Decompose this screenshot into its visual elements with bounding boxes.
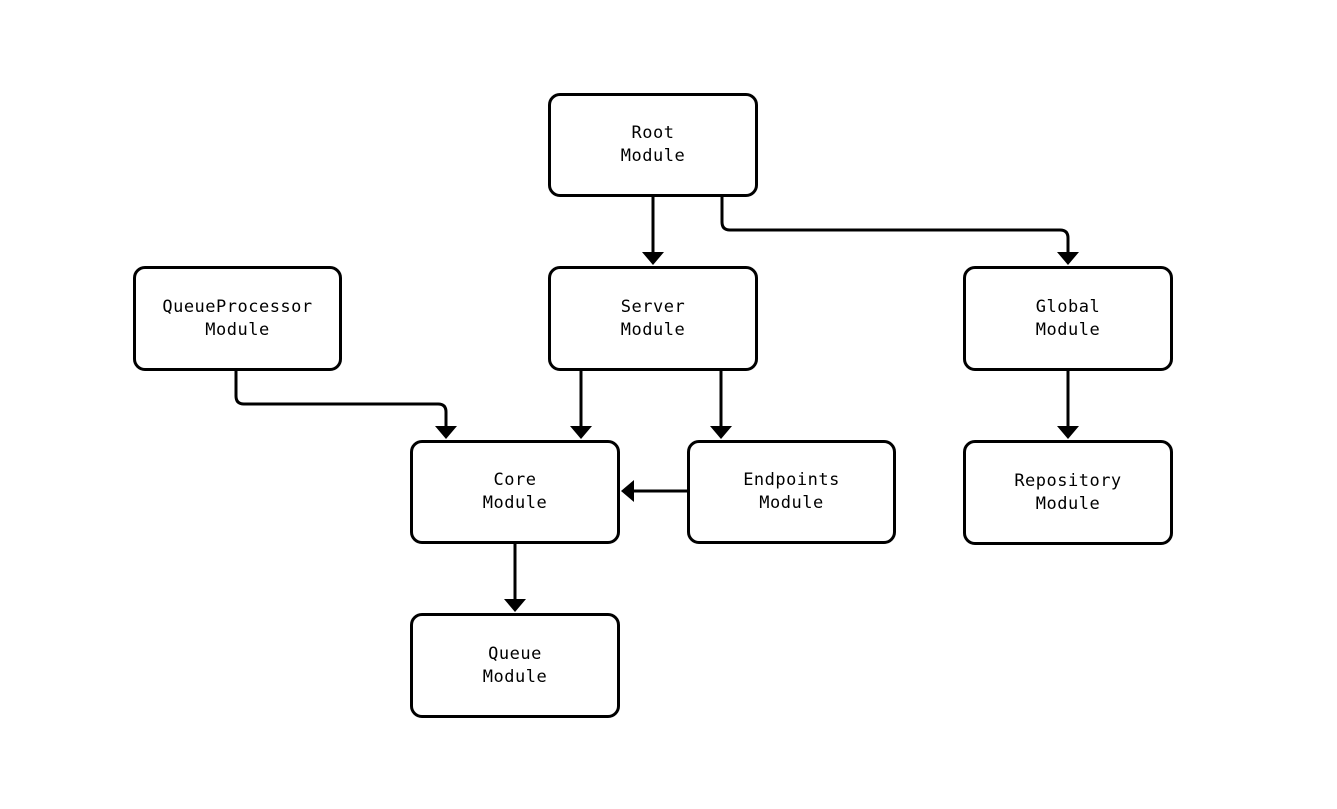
- arrowhead-icon: [1057, 426, 1079, 439]
- arrowhead-icon: [710, 426, 732, 439]
- node-global[interactable]: Global Module: [963, 266, 1173, 371]
- edge-core-to-queue: [504, 544, 526, 612]
- arrowhead-icon: [435, 426, 457, 439]
- edge-server-to-core: [570, 371, 592, 439]
- arrowhead-icon: [642, 252, 664, 265]
- edge-root-to-global: [720, 197, 1079, 265]
- arrowhead-icon: [1057, 252, 1079, 265]
- edge-global-to-repository: [1057, 371, 1079, 439]
- edge-line: [720, 197, 1070, 255]
- node-root[interactable]: Root Module: [548, 93, 758, 197]
- node-core[interactable]: Core Module: [410, 440, 620, 544]
- arrowhead-icon: [570, 426, 592, 439]
- node-queueprocessor[interactable]: QueueProcessor Module: [133, 266, 342, 371]
- node-server[interactable]: Server Module: [548, 266, 758, 371]
- edge-endpoints-to-core: [621, 480, 687, 502]
- node-endpoints[interactable]: Endpoints Module: [687, 440, 896, 544]
- edge-root-to-server: [642, 197, 664, 265]
- arrowhead-icon: [504, 599, 526, 612]
- edge-server-to-endpoints: [710, 371, 732, 439]
- edge-queueprocessor-to-core: [234, 371, 457, 439]
- edge-line: [234, 371, 448, 429]
- arrowhead-icon: [621, 480, 634, 502]
- node-repository[interactable]: Repository Module: [963, 440, 1173, 545]
- node-queue[interactable]: Queue Module: [410, 613, 620, 718]
